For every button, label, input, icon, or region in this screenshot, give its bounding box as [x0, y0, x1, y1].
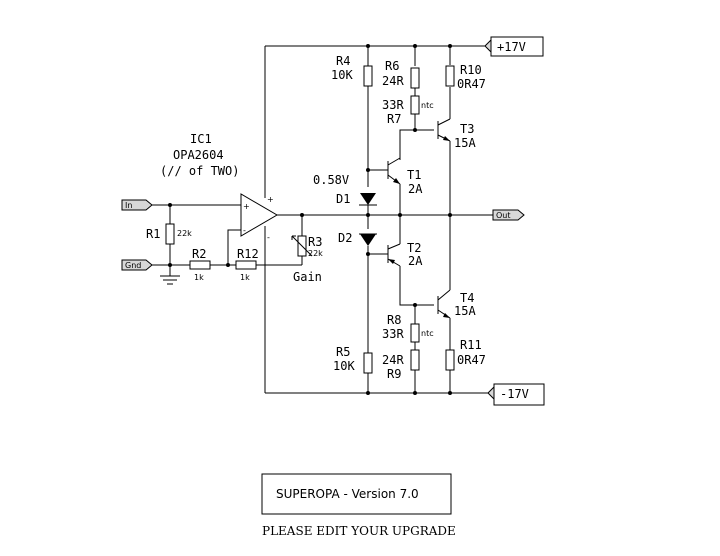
transistor-t2	[387, 243, 401, 267]
r7-name: R7	[387, 112, 401, 126]
r10-value: 0R47	[457, 77, 486, 91]
transistor-t3	[437, 118, 451, 142]
diode-d2	[359, 233, 377, 246]
port-in-label: In	[125, 201, 132, 210]
r3-gain-label: Gain	[293, 270, 322, 284]
junctions	[168, 44, 452, 395]
r7-ntc: ntc	[421, 101, 434, 110]
port-out-label: Out	[496, 211, 511, 220]
transistor-t1	[387, 157, 401, 185]
d1-voltage: 0.58V	[313, 173, 349, 187]
r5-value: 10K	[333, 359, 355, 373]
r1-value: 22k	[177, 229, 192, 238]
t2-rating: 2A	[408, 254, 423, 268]
t2-name: T2	[407, 241, 421, 255]
port-gnd: Gnd	[121, 259, 153, 271]
r4-name: R4	[336, 54, 350, 68]
d1-name: D1	[336, 192, 350, 206]
r8-value: 33R	[382, 327, 404, 341]
port-gnd-label: Gnd	[125, 261, 141, 270]
r9-name: R9	[387, 367, 401, 381]
version-text: SUPEROPA - Version 7.0	[276, 487, 419, 501]
opamp-vpos-pin-mark: +	[267, 195, 274, 204]
opamp-ic1: + - + -	[240, 193, 278, 242]
r9-value: 24R	[382, 353, 404, 367]
r10-name: R10	[460, 63, 482, 77]
r12-value: 1k	[240, 273, 250, 282]
r5-name: R5	[336, 345, 350, 359]
t1-name: T1	[407, 168, 421, 182]
transistor-t4	[437, 289, 451, 319]
resistor-r6	[410, 67, 420, 89]
wires	[152, 45, 493, 394]
r11-name: R11	[460, 338, 482, 352]
r2-name: R2	[192, 247, 206, 261]
upgrade-message: PLEASE EDIT YOUR UPGRADE	[262, 524, 456, 538]
port-vpos: +17V	[484, 36, 544, 57]
r6-name: R6	[385, 59, 399, 73]
t4-name: T4	[460, 291, 474, 305]
port-in: In	[121, 199, 153, 211]
resistor-r4	[363, 65, 373, 87]
d2-name: D2	[338, 231, 352, 245]
r8-name: R8	[387, 313, 401, 327]
t3-name: T3	[460, 122, 474, 136]
opamp-plus-input-mark: +	[243, 202, 250, 211]
resistor-r3	[291, 235, 313, 257]
port-vpos-label: +17V	[497, 40, 526, 54]
opamp-minus-input-mark: -	[243, 226, 246, 235]
resistor-r8-ntc	[410, 323, 420, 343]
resistor-r9	[410, 349, 420, 371]
resistor-r12	[235, 260, 257, 270]
r4-value: 10K	[331, 68, 353, 82]
t4-rating: 15A	[454, 304, 476, 318]
resistor-r10	[445, 65, 455, 87]
diode-d1	[359, 193, 377, 206]
resistor-r7-ntc	[410, 95, 420, 115]
resistor-r5	[363, 352, 373, 374]
ic1-part: OPA2604	[173, 148, 224, 162]
opamp-vneg-pin-mark: -	[267, 233, 270, 242]
ic1-note: (// of TWO)	[160, 164, 239, 178]
r6-value: 24R	[382, 74, 404, 88]
r2-value: 1k	[194, 273, 204, 282]
port-vneg: -17V	[487, 383, 545, 406]
r7-value: 33R	[382, 98, 404, 112]
r11-value: 0R47	[457, 353, 486, 367]
t3-rating: 15A	[454, 136, 476, 150]
resistor-r2	[189, 260, 211, 270]
r8-ntc: ntc	[421, 329, 434, 338]
port-vneg-label: -17V	[500, 387, 529, 401]
ic1-name: IC1	[190, 132, 212, 146]
port-out: Out	[492, 209, 525, 221]
r12-name: R12	[237, 247, 259, 261]
r3-name: R3	[308, 235, 322, 249]
opamp-triangle	[240, 193, 278, 237]
resistor-r11	[445, 349, 455, 371]
r3-value: 22k	[308, 249, 323, 258]
r1-name: R1	[146, 227, 160, 241]
resistor-r1	[165, 223, 175, 245]
version-box: SUPEROPA - Version 7.0	[261, 473, 452, 515]
t1-rating: 2A	[408, 182, 423, 196]
